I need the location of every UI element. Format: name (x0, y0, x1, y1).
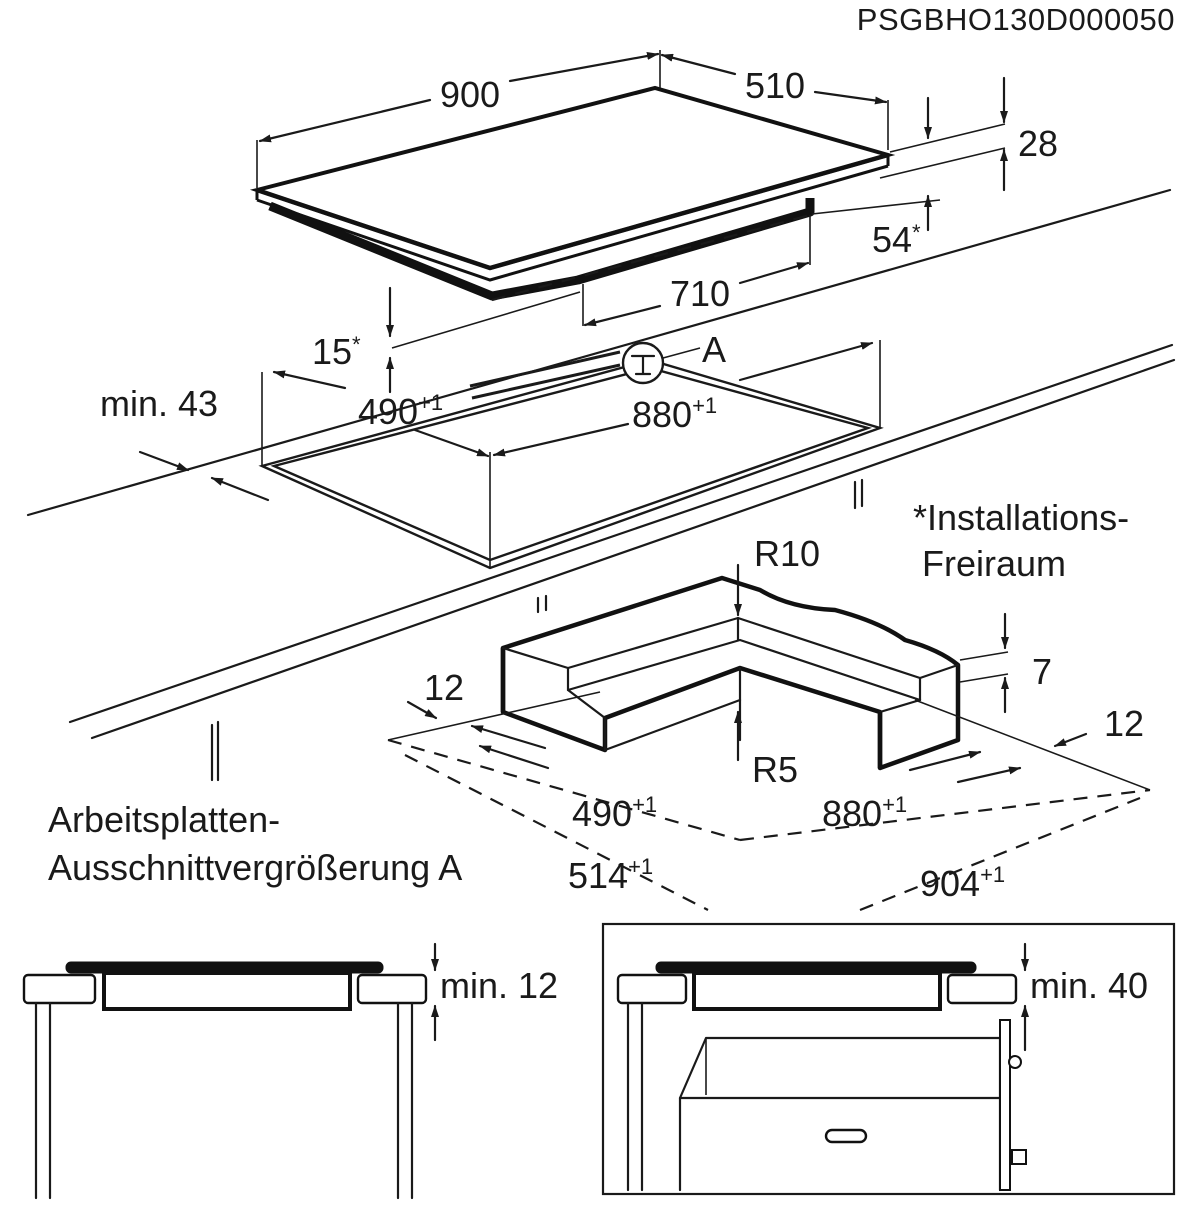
hob-body-width-label: 710 (670, 273, 730, 314)
section-left-drawing: min. 12 (22, 942, 558, 1200)
section-right-label: min. 40 (1030, 965, 1148, 1006)
detail-depth-label: 490+1 (572, 792, 657, 834)
hob-body-width-dimension: 710 (582, 215, 811, 327)
clearance-dimension: 15* (312, 286, 581, 394)
section-right-drawing: min. 40 (601, 922, 1176, 1196)
detail-r-inner-label: R5 (752, 749, 798, 790)
hob-total-height-label: 54* (872, 219, 921, 260)
min-edge-dimension: min. 43 (100, 383, 270, 502)
cutout-width-label: 880+1 (632, 393, 717, 435)
detail-margin-left-label: 12 (424, 667, 464, 708)
detail-margin-right-label: 12 (1104, 703, 1144, 744)
detail-outer-lines (387, 691, 1151, 912)
detail-step-label: 7 (1032, 651, 1052, 692)
hob-width-dimension: 900 (256, 50, 661, 188)
detail-inner-dimensions: 490+1 880+1 514+1 904+1 (470, 724, 1022, 904)
detail-width-label: 880+1 (822, 792, 907, 834)
hob-depth-label: 510 (745, 65, 805, 106)
hob-width-label: 900 (440, 74, 500, 115)
footnote-line2: Freiraum (922, 543, 1066, 584)
detail-margin-dimensions: 12 12 (406, 667, 1144, 748)
detail-step-dimension: 7 (959, 612, 1052, 714)
detail-caption-line1: Arbeitsplatten- (48, 799, 280, 840)
detail-a-drawing (500, 575, 961, 771)
cutout-depth-label: 490+1 (358, 390, 443, 432)
clearance-label: 15* (312, 331, 361, 372)
cutout-depth-dimension: 490+1 (272, 370, 490, 458)
min-edge-label: min. 43 (100, 383, 218, 424)
detail-depth-total-label: 514+1 (568, 854, 653, 896)
product-code: PSGBHO130D000050 (857, 2, 1175, 37)
worktop-drawing (26, 188, 1176, 782)
detail-width-total-label: 904+1 (920, 862, 1005, 904)
hob-height-dimensions: 28 54* (811, 76, 1058, 260)
detail-radius-dimensions: R10 R5 (734, 533, 820, 790)
hob-top-height-label: 28 (1018, 123, 1058, 164)
section-left-label: min. 12 (440, 965, 558, 1006)
hob-depth-dimension: 510 (660, 53, 889, 150)
detail-caption-line2: Ausschnittvergrößerung A (48, 847, 462, 888)
footnote-line1: *Installations- (913, 497, 1129, 538)
cutout-width-dimension: 880+1 (492, 341, 874, 457)
detail-marker-label: A (702, 329, 726, 370)
detail-marker-a: A (621, 329, 726, 385)
hob-drawing (249, 85, 896, 302)
detail-r-outer-label: R10 (754, 533, 820, 574)
